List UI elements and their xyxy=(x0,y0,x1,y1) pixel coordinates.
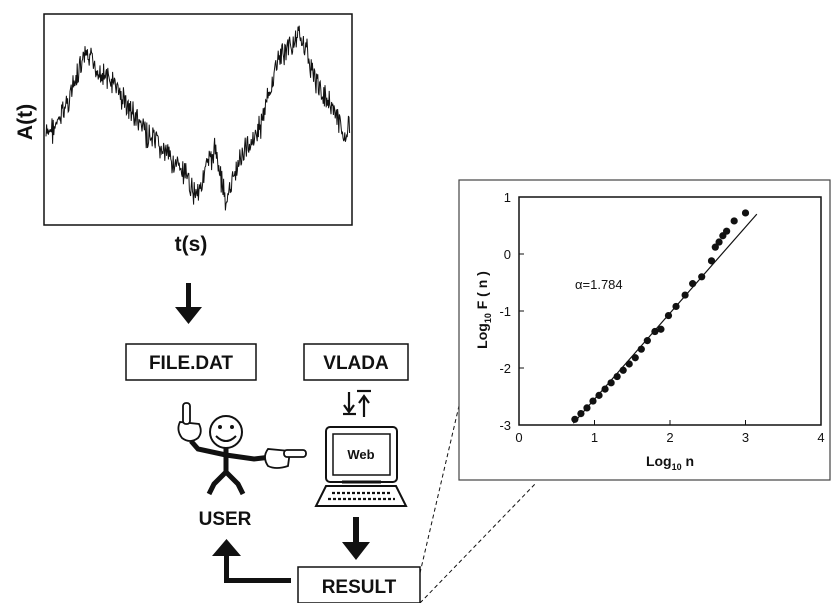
x-tick-label: 2 xyxy=(666,430,673,445)
transfer-arrows-icon xyxy=(343,389,371,417)
y-label-sub: 10 xyxy=(483,313,493,323)
data-point xyxy=(619,366,627,374)
server-box: VLADA xyxy=(303,343,409,381)
data-point xyxy=(589,397,597,405)
data-point xyxy=(711,243,719,251)
data-point xyxy=(637,345,645,353)
data-point xyxy=(577,410,585,418)
plot-area xyxy=(518,196,822,426)
data-point xyxy=(595,391,603,399)
plot-points xyxy=(571,209,750,423)
data-point xyxy=(583,404,591,412)
x-axis-label: Log10 n xyxy=(646,453,694,472)
result-label: RESULT xyxy=(322,577,397,598)
result-box: RESULT xyxy=(297,566,421,603)
signal-trace xyxy=(45,25,351,211)
y-tick-label: -3 xyxy=(499,418,511,433)
data-point xyxy=(643,337,651,345)
data-point xyxy=(601,385,609,393)
y-axis-label: Log10 F ( n ) xyxy=(474,271,493,349)
file-box: FILE.DAT xyxy=(125,343,257,381)
user-figure xyxy=(177,402,307,496)
arrow-down-icon xyxy=(342,517,370,560)
x-tick-label: 4 xyxy=(817,430,824,445)
user-label: USER xyxy=(199,509,252,530)
data-point xyxy=(625,360,633,368)
data-point xyxy=(715,238,723,246)
data-point xyxy=(698,273,706,281)
data-point xyxy=(689,280,697,288)
alpha-symbol: α xyxy=(575,277,583,292)
data-point xyxy=(707,257,716,265)
signal-panel: A(t) t(s) xyxy=(14,13,353,256)
x-tick-label: 1 xyxy=(591,430,598,445)
plot-ticks: 0 1 2 3 4 1 0 -1 -2 -3 xyxy=(499,190,824,445)
data-point xyxy=(571,415,579,423)
y-label-prefix: Log xyxy=(474,323,490,349)
x-tick-label: 3 xyxy=(742,430,749,445)
data-point xyxy=(651,327,659,336)
file-label: FILE.DAT xyxy=(149,353,233,374)
y-tick-label: 1 xyxy=(504,190,511,205)
y-tick-label: -2 xyxy=(499,361,511,376)
data-point xyxy=(741,209,750,217)
return-arrow-icon xyxy=(212,539,291,583)
x-label-suffix: n xyxy=(682,453,694,469)
alpha-annotation: α=1.784 xyxy=(575,277,623,292)
data-point xyxy=(664,311,673,320)
server-label: VLADA xyxy=(323,353,389,374)
alpha-value: =1.784 xyxy=(583,277,623,292)
data-point xyxy=(672,302,680,311)
x-label-sub: 10 xyxy=(672,462,682,472)
arrow-down-icon xyxy=(175,283,202,324)
y-label-suffix: F ( n ) xyxy=(474,271,490,313)
signal-y-label: A(t) xyxy=(14,104,37,140)
data-point xyxy=(607,379,615,387)
computer-screen-label: Web xyxy=(347,447,374,462)
x-label-prefix: Log xyxy=(646,453,672,469)
data-point xyxy=(681,291,689,299)
data-point xyxy=(723,227,731,235)
y-tick-label: -1 xyxy=(499,304,511,319)
y-tick-label: 0 xyxy=(504,247,511,262)
data-point xyxy=(730,217,738,225)
zoom-lines xyxy=(419,392,537,603)
computer-icon: Web xyxy=(314,426,408,507)
signal-x-label: t(s) xyxy=(175,233,208,256)
data-point xyxy=(631,354,639,362)
data-point xyxy=(657,325,665,333)
x-tick-label: 0 xyxy=(515,430,522,445)
data-point xyxy=(613,372,621,381)
